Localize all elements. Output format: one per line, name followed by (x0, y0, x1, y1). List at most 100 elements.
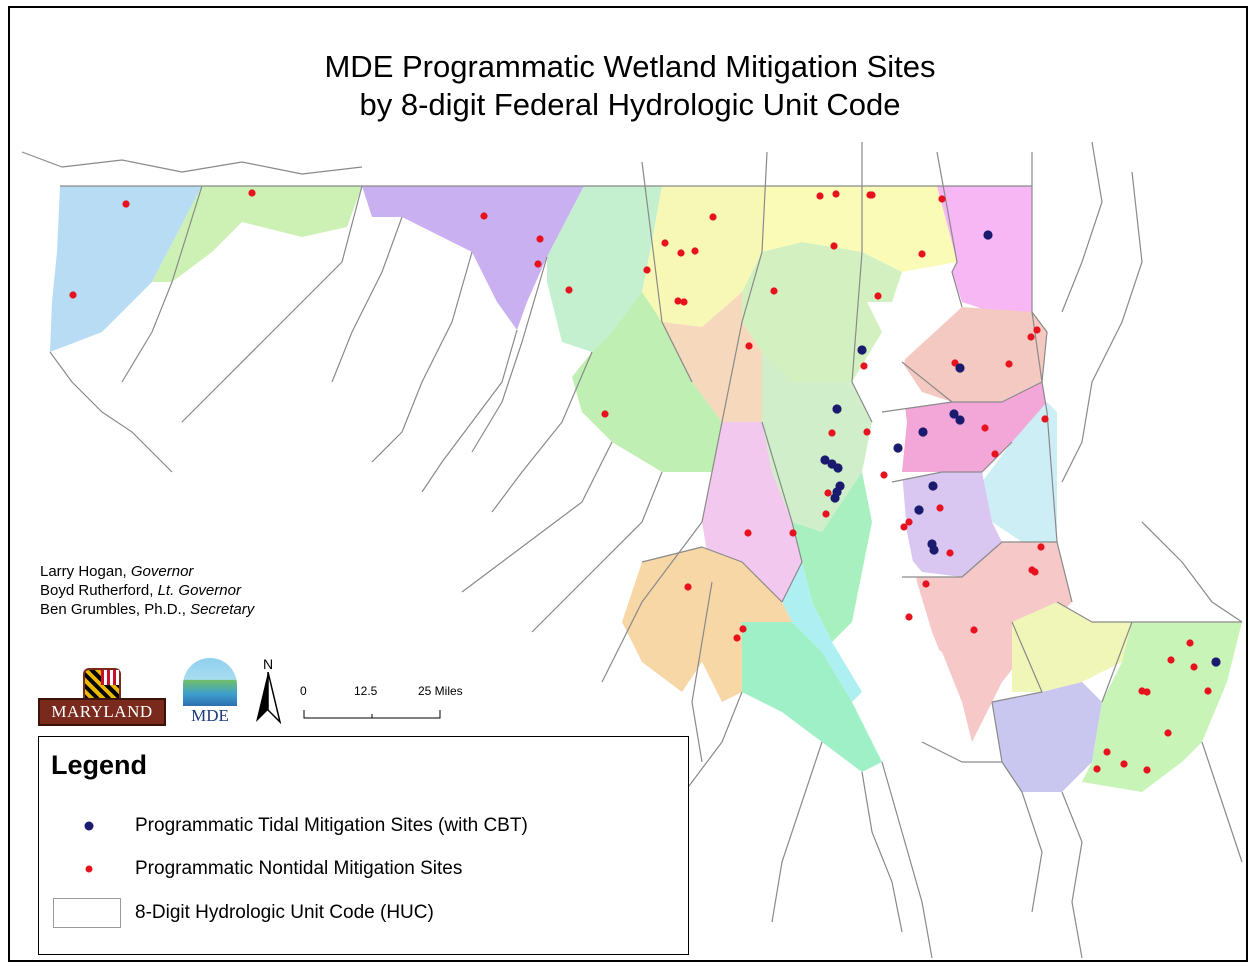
map-frame: MDE Programmatic Wetland Mitigation Site… (8, 6, 1248, 962)
nontidal-site-marker (565, 286, 573, 294)
tidal-site-marker (1211, 657, 1221, 667)
nontidal-site-marker (709, 213, 717, 221)
scale-bar-line (303, 710, 441, 719)
maryland-logo: MARYLAND (38, 668, 168, 726)
huc-region (762, 186, 957, 272)
tidal-site-marker (955, 363, 965, 373)
huc-region (992, 682, 1102, 792)
nontidal-site-marker (1031, 568, 1039, 576)
north-arrow-icon (256, 672, 282, 724)
tidal-site-marker (893, 443, 903, 453)
tidal-site-marker (830, 493, 840, 503)
huc-region (362, 186, 584, 330)
nontidal-site-marker (677, 249, 685, 257)
tidal-site-marker (949, 409, 959, 419)
nontidal-site-marker (946, 549, 954, 557)
nontidal-site-marker (938, 195, 946, 203)
huc-region (902, 542, 1072, 742)
nontidal-site-marker (789, 529, 797, 537)
nontidal-site-marker (1186, 639, 1194, 647)
nontidal-site-marker (905, 518, 913, 526)
legend-title: Legend (51, 750, 148, 780)
mde-logo-text: MDE (191, 706, 229, 725)
huc-region (572, 292, 722, 472)
official-name: Boyd Rutherford, (40, 582, 154, 599)
title-line-2: by 8-digit Federal Hydrologic Unit Code (359, 87, 901, 122)
map-title: MDE Programmatic Wetland Mitigation Site… (10, 48, 1246, 124)
legend-item-label: 8-Digit Hydrologic Unit Code (HUC) (135, 902, 434, 923)
tidal-site-marker (833, 463, 843, 473)
nontidal-site-marker (900, 523, 908, 531)
tidal-site-marker (914, 505, 924, 515)
nontidal-site-marker (1204, 687, 1212, 695)
tidal-site-marker (857, 345, 867, 355)
nontidal-site-marker (832, 190, 840, 198)
huc-region (762, 352, 872, 532)
nontidal-site-marker (744, 529, 752, 537)
official-role: Governor (130, 563, 194, 580)
nontidal-site-marker (680, 298, 688, 306)
nontidal-site-symbol (85, 865, 93, 873)
legend: Legend Programmatic Tidal Mitigation Sit… (38, 736, 689, 955)
nontidal-site-marker (643, 266, 651, 274)
scale-tick-label: 25 Miles (418, 684, 463, 698)
nontidal-site-marker (1143, 688, 1151, 696)
tidal-site-marker (929, 545, 939, 555)
scale-tick-label: 0 (300, 684, 307, 698)
official-name: Ben Grumbles, Ph.D., (40, 601, 186, 618)
nontidal-site-marker (868, 191, 876, 199)
maryland-huc-map (21, 141, 1243, 959)
scale-tick-label: 12.5 (354, 684, 378, 698)
tidal-site-marker (983, 230, 993, 240)
nontidal-site-marker (824, 489, 832, 497)
nontidal-site-marker (936, 504, 944, 512)
nontidal-site-marker (918, 250, 926, 258)
chesapeake-bay (867, 302, 987, 932)
maryland-flag-icon (83, 668, 121, 700)
nontidal-site-marker (863, 428, 871, 436)
nontidal-site-marker (1120, 760, 1128, 768)
nontidal-site-marker (830, 242, 838, 250)
huc-region (782, 562, 862, 702)
huc-region (1082, 622, 1242, 792)
nontidal-site-marker (536, 235, 544, 243)
huc-symbol (53, 898, 121, 928)
nontidal-site-marker (1037, 543, 1045, 551)
nontidal-site-marker (1033, 326, 1041, 334)
nontidal-site-marker (1167, 656, 1175, 664)
nontidal-site-marker (684, 583, 692, 591)
nontidal-site-marker (1190, 663, 1198, 671)
nontidal-site-marker (733, 634, 741, 642)
nontidal-site-marker (1143, 766, 1151, 774)
official-name: Larry Hogan, (40, 563, 127, 580)
tidal-site-symbol (84, 821, 94, 831)
huc-region (642, 186, 767, 327)
huc-region (982, 402, 1057, 542)
north-label: N (263, 656, 274, 672)
nontidal-site-marker (860, 362, 868, 370)
nontidal-site-marker (991, 450, 999, 458)
mde-logo: MDE (183, 658, 237, 726)
legend-item-label: Programmatic Tidal Mitigation Sites (wit… (135, 815, 528, 836)
huc-region (1012, 602, 1132, 692)
nontidal-site-marker (1041, 415, 1049, 423)
nontidal-site-marker (905, 613, 913, 621)
nontidal-site-marker (1027, 333, 1035, 341)
huc-boundaries (21, 141, 1243, 959)
official-governor: Larry Hogan, Governor (40, 562, 254, 581)
nontidal-site-marker (770, 287, 778, 295)
title-line-1: MDE Programmatic Wetland Mitigation Site… (324, 49, 936, 84)
mde-landscape-icon (183, 658, 237, 706)
legend-item-tidal: Programmatic Tidal Mitigation Sites (wit… (39, 811, 679, 841)
official-lt-governor: Boyd Rutherford, Lt. Governor (40, 581, 254, 600)
nontidal-site-marker (1093, 765, 1101, 773)
huc-region (152, 186, 362, 282)
tidal-site-marker (832, 404, 842, 414)
legend-item-label: Programmatic Nontidal Mitigation Sites (135, 858, 463, 879)
officials-block: Larry Hogan, Governor Boyd Rutherford, L… (40, 562, 254, 619)
nontidal-site-marker (248, 189, 256, 197)
nontidal-site-marker (739, 625, 747, 633)
nontidal-site-marker (874, 292, 882, 300)
official-role: Secretary (190, 601, 255, 618)
official-role: Lt. Governor (157, 582, 241, 599)
